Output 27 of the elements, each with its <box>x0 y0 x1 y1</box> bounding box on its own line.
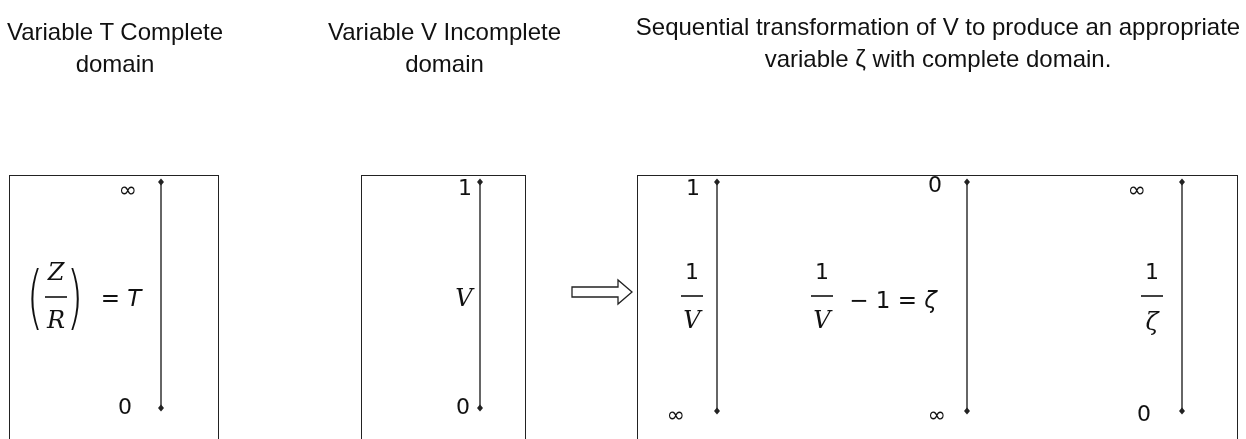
variable: ζ <box>1145 310 1159 334</box>
infinity-label: ∞ <box>927 404 947 426</box>
variable: V <box>813 308 831 332</box>
variable: R <box>46 308 66 332</box>
variable: V <box>455 286 473 310</box>
scale-value: 1 <box>458 177 472 199</box>
infinity-label: ∞ <box>666 404 686 426</box>
scale-value: 1 <box>686 177 700 199</box>
numerator: 1 <box>685 261 699 283</box>
infinity-label: ∞ <box>1127 179 1147 201</box>
variable: Z <box>47 260 65 284</box>
equation-text: − 1 = ζ <box>849 288 937 312</box>
panel-heading: Sequential transformation of V to produce an appropriate variable ζ with complete domain. <box>634 12 1242 74</box>
numerator: 1 <box>815 261 829 283</box>
scale-value: 0 <box>456 396 470 418</box>
panel-heading: Variable V Incomplete domain <box>327 17 562 79</box>
variable: V <box>683 308 701 332</box>
block-arrow <box>571 278 633 306</box>
parenthesis: ( <box>26 262 44 332</box>
scale-value: 0 <box>1137 403 1151 425</box>
scale-value: 0 <box>118 396 132 418</box>
parenthesis: ) <box>66 262 84 332</box>
infinity-label: ∞ <box>118 179 138 201</box>
panel-heading: Variable T Complete domain <box>5 17 225 79</box>
equation-text: = T <box>100 286 142 310</box>
scale-value: 0 <box>928 174 942 196</box>
numerator: 1 <box>1145 261 1159 283</box>
